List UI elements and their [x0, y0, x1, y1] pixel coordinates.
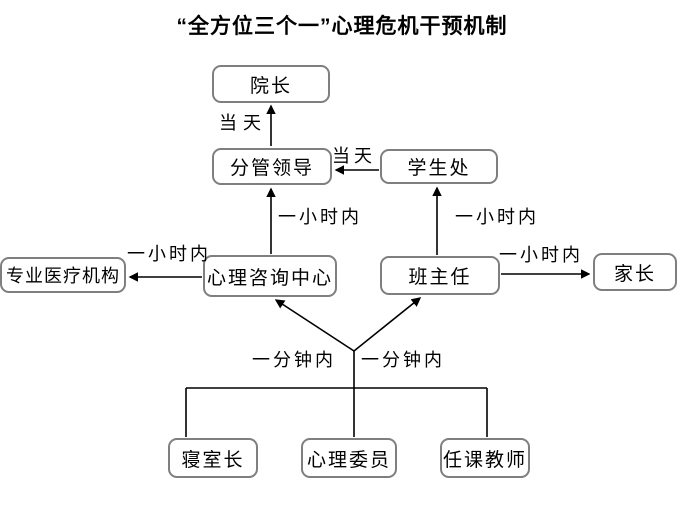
node-psych-committee: 心理委员 [301, 438, 397, 478]
node-counseling: 心理咨询中心 [203, 255, 337, 297]
edge-label-hour-teacher-affairs: 一小时内 [455, 207, 539, 227]
node-course-teacher: 任课教师 [440, 438, 530, 478]
edge-label-minute-right: 一分钟内 [361, 350, 445, 370]
edge-label-hour-teacher-parents: 一小时内 [499, 245, 583, 265]
edge-junction-to-counseling [274, 299, 355, 352]
node-dean: 院长 [212, 65, 330, 103]
edge-label-same-day-to-dean: 当天 [219, 113, 267, 133]
node-parents: 家长 [593, 253, 677, 291]
node-student-affairs: 学生处 [380, 149, 498, 184]
node-dorm-head: 寝室长 [168, 438, 258, 478]
edge-label-hour-counseling-leader: 一小时内 [278, 207, 362, 227]
diagram-title: “全方位三个一”心理危机干预机制 [176, 15, 508, 38]
node-leader: 分管领导 [212, 148, 332, 185]
edge-label-minute-left: 一分钟内 [252, 350, 336, 370]
edge-label-same-day-to-leader: 当天 [332, 146, 376, 166]
edge-label-hour-counseling-medical: 一小时内 [127, 244, 211, 264]
node-head-teacher: 班主任 [380, 256, 500, 295]
node-medical: 专业医疗机构 [0, 257, 126, 293]
edge-junction-to-teacher [353, 297, 422, 352]
